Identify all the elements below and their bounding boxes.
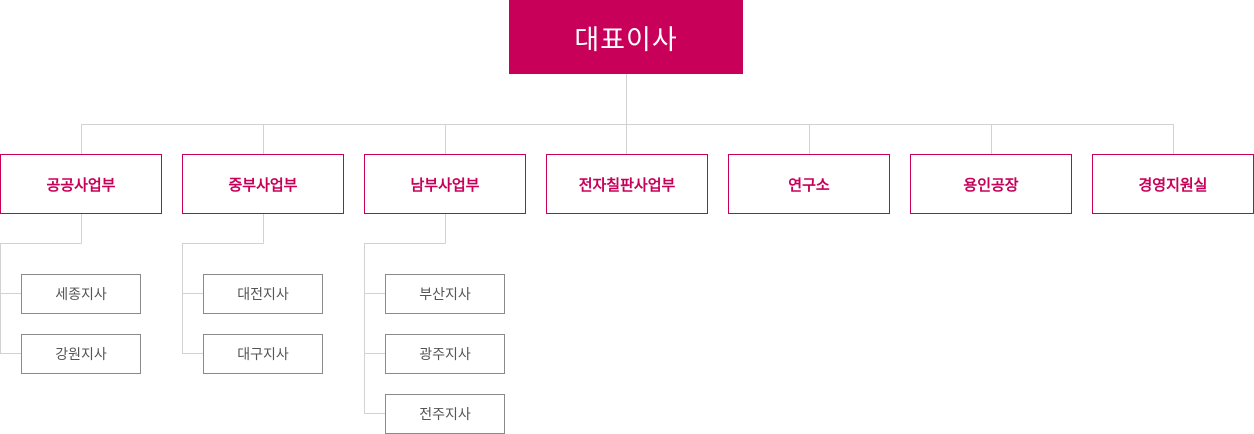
ceo-label: 대표이사: [574, 24, 678, 56]
dept-label: 용인공장: [963, 175, 1019, 194]
dept-label: 중부사업부: [228, 175, 298, 194]
branch-label: 부산지사: [419, 287, 471, 303]
branch-label: 대구지사: [237, 347, 289, 363]
branch-busan: 부산지사: [385, 274, 505, 314]
dept-research-lab: 연구소: [728, 154, 890, 214]
dept-yongin-factory: 용인공장: [910, 154, 1072, 214]
dept-southern-business: 남부사업부: [364, 154, 526, 214]
branch-gangwon: 강원지사: [21, 334, 141, 374]
dept-label: 전자칠판사업부: [578, 175, 676, 194]
branch-label: 대전지사: [237, 287, 289, 303]
branch-gwangju: 광주지사: [385, 334, 505, 374]
dept-electronic-board-business: 전자칠판사업부: [546, 154, 708, 214]
branch-daegu: 대구지사: [203, 334, 323, 374]
branch-jeonju: 전주지사: [385, 394, 505, 434]
branch-label: 세종지사: [55, 287, 107, 303]
dept-management-support: 경영지원실: [1092, 154, 1254, 214]
branch-daejeon: 대전지사: [203, 274, 323, 314]
dept-public-business: 공공사업부: [0, 154, 162, 214]
ceo-box: 대표이사: [509, 0, 743, 74]
dept-label: 공공사업부: [46, 175, 116, 194]
dept-label: 경영지원실: [1138, 175, 1208, 194]
dept-label: 연구소: [788, 175, 830, 194]
branch-label: 광주지사: [419, 347, 471, 363]
dept-central-business: 중부사업부: [182, 154, 344, 214]
branch-label: 전주지사: [419, 407, 471, 423]
branch-sejong: 세종지사: [21, 274, 141, 314]
branch-label: 강원지사: [55, 347, 107, 363]
dept-label: 남부사업부: [410, 175, 480, 194]
